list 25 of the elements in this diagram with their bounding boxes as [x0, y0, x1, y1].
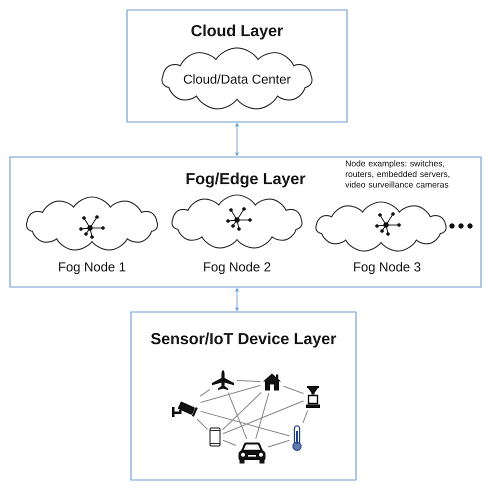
connector-line — [200, 388, 210, 397]
connector-line — [268, 440, 290, 448]
connector-line — [200, 384, 261, 404]
connector-line — [236, 380, 261, 382]
connector-line — [255, 392, 270, 440]
node-caption: Fog Node 1 — [59, 262, 126, 274]
note-text: Node examples: switches, routers, embedded servers, video surveillance cameras — [345, 160, 450, 188]
car-icon — [238, 442, 266, 464]
airplane-icon — [212, 370, 234, 390]
node-caption: Fog Node 3 — [354, 262, 420, 274]
connector-line — [200, 410, 290, 436]
house-icon — [263, 374, 281, 390]
connector-line — [302, 410, 308, 424]
connector-line — [222, 392, 262, 430]
phone-icon — [210, 428, 220, 446]
connector-line — [196, 418, 208, 430]
security-camera-icon — [172, 402, 198, 417]
coffee-machine-icon — [306, 386, 320, 408]
connector-line — [283, 386, 304, 394]
connector-line — [222, 440, 236, 446]
node-caption: Fog Node 2 — [204, 262, 270, 274]
thermometer-icon — [292, 425, 302, 451]
layer-box: Sensor/IoT Device Layer — [130, 311, 357, 481]
connector-line — [222, 400, 304, 434]
connector-line — [228, 392, 248, 440]
